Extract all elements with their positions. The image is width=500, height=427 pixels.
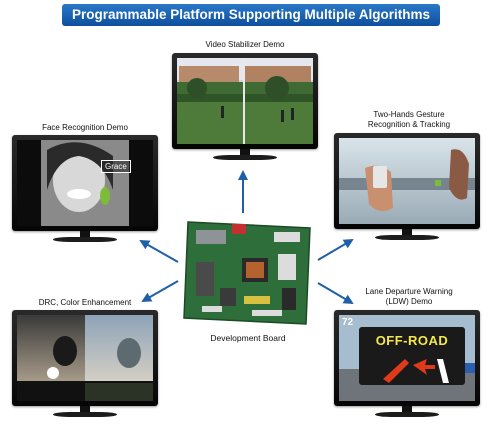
arrow-to-gesture — [317, 238, 354, 261]
gesture-screen — [339, 138, 475, 224]
arrow-to-drc — [141, 280, 179, 302]
speed-readout: 72 — [342, 317, 354, 328]
face-recognition-monitor: Grace — [12, 135, 158, 247]
face-tag: Grace — [101, 160, 131, 173]
title-banner: Programmable Platform Supporting Multipl… — [62, 4, 440, 26]
arrow-to-lane-warning — [317, 282, 354, 305]
face-recognition-screen: Grace — [17, 140, 153, 226]
face-recognition-label: Face Recognition Demo — [42, 123, 128, 132]
gesture-label-line2: Recognition & Tracking — [367, 120, 451, 129]
video-stabilizer-monitor — [172, 53, 318, 165]
gesture-monitor — [334, 133, 480, 245]
development-board-label: Development Board — [210, 333, 286, 343]
lane-warning-text: OFF-ROAD — [375, 333, 449, 348]
video-stabilizer-screen — [177, 58, 313, 144]
arrow-to-face-recognition — [139, 240, 179, 263]
gesture-label-line1: Two-Hands Gesture — [373, 110, 445, 119]
drc-screen — [17, 315, 153, 401]
lane-monitor: 72 OFF-ROAD — [334, 310, 480, 422]
lane-screen: 72 OFF-ROAD — [339, 315, 475, 401]
video-stabilizer-label: Video Stabilizer Demo — [205, 40, 285, 49]
development-board — [182, 218, 314, 326]
lane-label-line2: (LDW) Demo — [385, 297, 433, 306]
drc-monitor — [12, 310, 158, 422]
drc-label: DRC, Color Enhancement — [38, 298, 132, 307]
lane-label-line1: Lane Departure Warning — [365, 287, 453, 296]
